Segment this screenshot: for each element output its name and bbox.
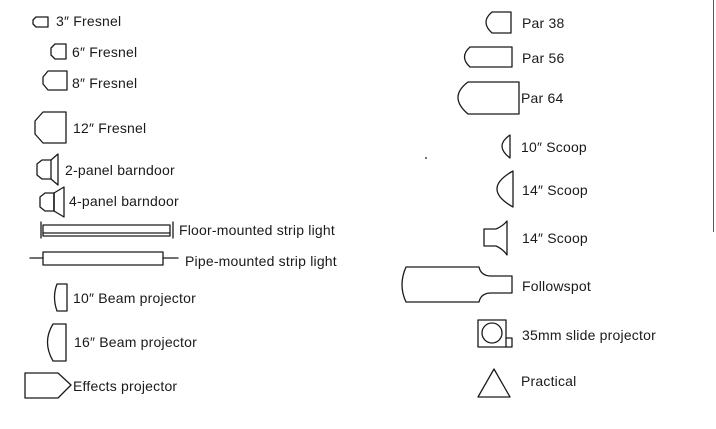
- pipe-strip-light-icon: [29, 251, 179, 266]
- scan-edge-line: [713, 0, 714, 232]
- label-slide-projector-35mm: 35mm slide projector: [522, 327, 656, 343]
- scan-speck: [425, 157, 427, 159]
- par-64-icon: [457, 81, 520, 115]
- label-scoop-14a: 14″ Scoop: [522, 182, 588, 198]
- label-floor-strip-light: Floor-mounted strip light: [179, 222, 335, 238]
- fresnel-3-icon: [32, 16, 49, 28]
- barndoor-2-icon: [36, 153, 59, 186]
- label-barndoor-4: 4-panel barndoor: [69, 193, 179, 209]
- label-par-64: Par 64: [521, 90, 564, 106]
- label-pipe-strip-light: Pipe-mounted strip light: [185, 253, 337, 269]
- followspot-icon: [401, 266, 513, 303]
- label-beam-projector-10: 10″ Beam projector: [73, 290, 196, 306]
- label-scoop-14b: 14″ Scoop: [522, 230, 588, 246]
- fresnel-12-icon: [34, 111, 67, 144]
- label-beam-projector-16: 16″ Beam projector: [74, 334, 197, 350]
- barndoor-4-icon: [39, 186, 65, 218]
- scoop-14b-icon: [483, 220, 508, 256]
- label-fresnel-3: 3″ Fresnel: [56, 13, 122, 29]
- slide-projector-35mm-icon: [477, 319, 513, 348]
- beam-projector-16-icon: [46, 323, 67, 362]
- scoop-10-icon: [501, 134, 511, 159]
- label-practical: Practical: [521, 373, 577, 389]
- label-fresnel-12: 12″ Fresnel: [73, 120, 147, 136]
- scoop-14a-icon: [496, 170, 514, 208]
- fresnel-6-icon: [50, 43, 67, 60]
- effects-projector-icon: [24, 372, 72, 399]
- label-fresnel-6: 6″ Fresnel: [72, 44, 138, 60]
- label-par-38: Par 38: [522, 15, 565, 31]
- label-scoop-10: 10″ Scoop: [521, 139, 587, 155]
- label-effects-projector: Effects projector: [73, 378, 178, 394]
- label-par-56: Par 56: [522, 50, 565, 66]
- practical-icon: [477, 368, 511, 398]
- label-fresnel-8: 8″ Fresnel: [72, 75, 138, 91]
- floor-strip-light-icon: [40, 221, 174, 239]
- beam-projector-10-icon: [53, 283, 68, 312]
- par-38-icon: [485, 11, 512, 34]
- label-followspot: Followspot: [522, 278, 591, 294]
- label-barndoor-2: 2-panel barndoor: [65, 162, 175, 178]
- fresnel-8-icon: [42, 70, 68, 91]
- par-56-icon: [463, 46, 513, 68]
